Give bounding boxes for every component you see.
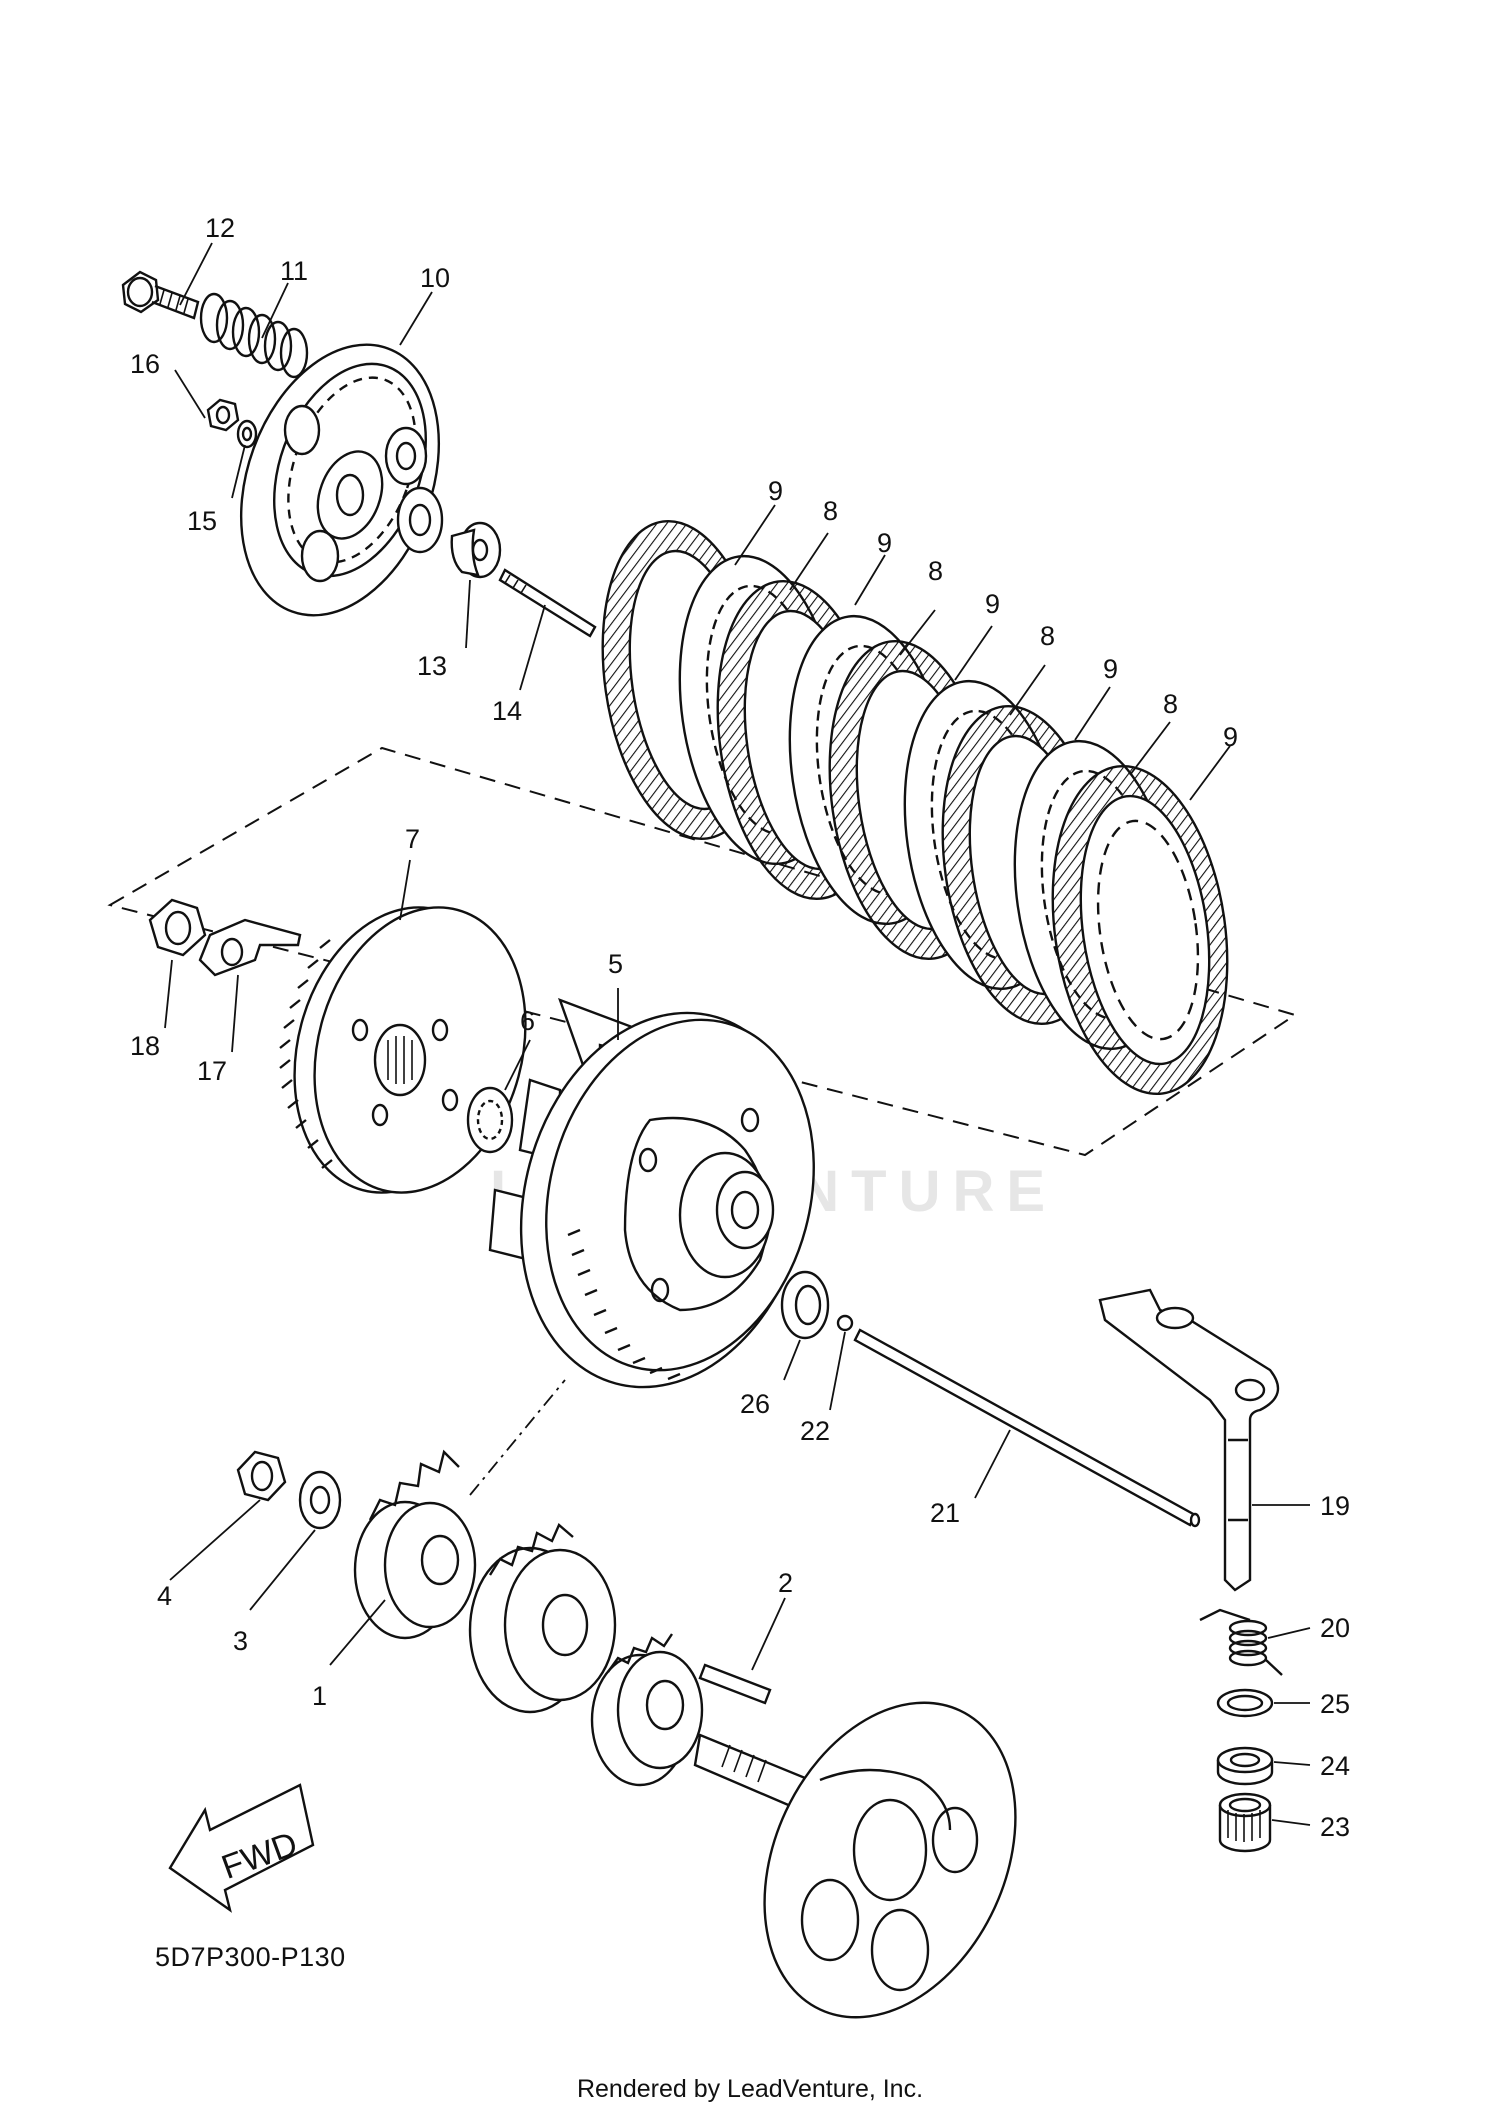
- callout-8a: 8: [823, 496, 838, 526]
- callout-6: 6: [520, 1006, 535, 1036]
- part-19-push-lever-shaft: [1098, 1288, 1280, 1592]
- balancer-drive-gear: [590, 1633, 704, 1787]
- callout-26: 26: [740, 1389, 770, 1419]
- callout-16: 16: [130, 349, 160, 379]
- part-15-washer: [236, 419, 258, 449]
- callout-8c: 8: [1040, 621, 1055, 651]
- callout-23: 23: [1320, 1812, 1350, 1842]
- callout-13: 13: [417, 651, 447, 681]
- part-3-washer: [298, 1470, 342, 1530]
- callout-24: 24: [1320, 1751, 1350, 1781]
- callout-3: 3: [233, 1626, 248, 1656]
- part-2-key: [698, 1663, 772, 1705]
- callout-8b: 8: [928, 556, 943, 586]
- part-10-pressure-plate: [239, 343, 444, 617]
- part-21-push-rod: [853, 1328, 1201, 1528]
- callout-14: 14: [492, 696, 522, 726]
- callout-12: 12: [205, 213, 235, 243]
- part-7-clutch-boss: [279, 906, 527, 1194]
- callout-2: 2: [778, 1568, 793, 1598]
- callout-7: 7: [405, 824, 420, 854]
- part-6-lock-washer: [466, 1086, 514, 1154]
- part-18-nut: [148, 898, 207, 957]
- callout-9c: 9: [985, 589, 1000, 619]
- callout-9b: 9: [877, 528, 892, 558]
- part-12-bolt: [121, 270, 200, 320]
- callout-9e: 9: [1223, 722, 1238, 752]
- callout-5: 5: [608, 949, 623, 979]
- callout-25: 25: [1320, 1689, 1350, 1719]
- callout-9d: 9: [1103, 654, 1118, 684]
- part-1-primary-drive-gear: [353, 1449, 477, 1640]
- callout-15: 15: [187, 506, 217, 536]
- clutch-plate-stack: [601, 519, 1229, 1096]
- part-24-oil-seal: [1216, 1746, 1274, 1786]
- render-credit: Rendered by LeadVenture, Inc.: [576, 2075, 924, 2103]
- callout-18: 18: [130, 1031, 160, 1061]
- part-13-push-piece: [450, 521, 502, 579]
- callout-9a: 9: [768, 476, 783, 506]
- callout-20: 20: [1320, 1613, 1350, 1643]
- part-14-push-rod: [498, 568, 597, 638]
- callout-1: 1: [312, 1681, 327, 1711]
- drawing-code: 5D7P300-P130: [155, 1942, 346, 1972]
- part-17-lock-washer: [198, 918, 302, 977]
- part-16-nut: [206, 398, 240, 432]
- part-4-nut: [236, 1450, 287, 1502]
- callout-19: 19: [1320, 1491, 1350, 1521]
- leader-lines: [164, 242, 1311, 1826]
- callout-11: 11: [280, 256, 308, 286]
- callout-8d: 8: [1163, 689, 1178, 719]
- part-11-spring: [199, 292, 309, 379]
- callout-labels: 12 11 10 16 15 13 14 9 8 9 8 9 8 9 8 9 7…: [130, 213, 1350, 1842]
- fwd-direction-arrow: FWD: [168, 1783, 315, 1913]
- crankshaft: [693, 1701, 1017, 2019]
- part-23-bearing: [1218, 1792, 1272, 1853]
- callout-22: 22: [800, 1416, 830, 1446]
- callout-4: 4: [157, 1581, 172, 1611]
- part-22-ball: [836, 1314, 854, 1332]
- part-26-thrust-washer: [780, 1270, 830, 1340]
- callout-21: 21: [930, 1498, 960, 1528]
- friction-plate-5: [1051, 764, 1229, 1096]
- part-20-torsion-spring: [1199, 1608, 1283, 1676]
- primary-gear-spacer: [468, 1523, 617, 1714]
- callout-10: 10: [420, 263, 450, 293]
- part-5-clutch-housing: [488, 997, 815, 1389]
- part-25-circlip: [1216, 1688, 1274, 1718]
- callout-17: 17: [197, 1056, 227, 1086]
